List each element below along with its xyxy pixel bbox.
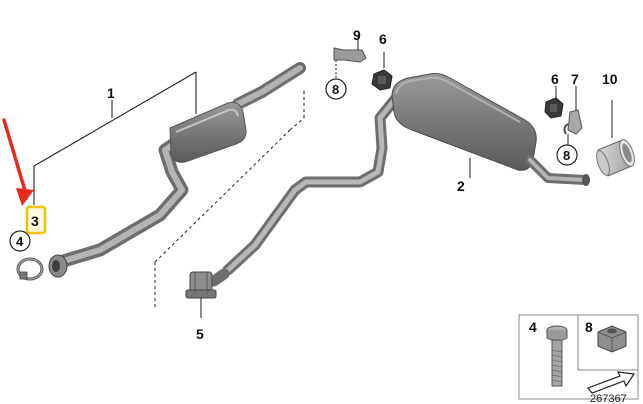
part-labels: 1 2 5 6 6 7 9 10 — [107, 27, 618, 342]
direction-arrow-icon — [587, 371, 636, 394]
label-part-5: 5 — [196, 326, 204, 342]
label-part-9: 9 — [353, 27, 361, 43]
bolt-icon — [546, 325, 568, 387]
svg-text:8: 8 — [332, 82, 339, 97]
rubber-mount-left — [371, 52, 393, 91]
center-pipe — [208, 92, 402, 287]
label-part-7: 7 — [571, 71, 579, 87]
part-1-bracket — [33, 71, 197, 205]
pipe-clamp — [16, 257, 44, 281]
highlighted-part-3: 3 — [2, 118, 47, 235]
rubber-mount-right — [544, 86, 564, 119]
sleeve-clamp — [185, 271, 217, 318]
front-pipe-assembly — [48, 62, 306, 278]
exhaust-tip — [596, 100, 635, 177]
circle-label-4: 4 — [9, 230, 31, 252]
legend-label-bolt: 4 — [529, 319, 537, 335]
label-part-1: 1 — [107, 85, 115, 101]
rear-silencer — [391, 73, 590, 186]
circle-label-8-right: 8 — [556, 144, 578, 166]
circle-label-8-left: 8 — [325, 78, 347, 100]
hardware-legend: 4 8 — [518, 314, 639, 400]
legend-label-nut: 8 — [585, 319, 593, 335]
nut-icon — [597, 325, 627, 353]
svg-text:8: 8 — [563, 148, 570, 163]
red-arrow-icon — [16, 188, 34, 206]
mounting-bracket — [563, 86, 583, 146]
hanger-bracket — [333, 36, 367, 78]
label-part-3: 3 — [31, 213, 39, 229]
drawing-number: 267367 — [590, 393, 627, 404]
label-part-2: 2 — [457, 178, 465, 194]
svg-text:4: 4 — [16, 234, 24, 249]
label-part-6-left: 6 — [379, 31, 387, 47]
label-part-10: 10 — [602, 71, 618, 87]
center-pipe-bracket — [154, 90, 305, 308]
label-part-6-right: 6 — [551, 71, 559, 87]
circled-labels: 4 8 8 — [9, 78, 578, 252]
